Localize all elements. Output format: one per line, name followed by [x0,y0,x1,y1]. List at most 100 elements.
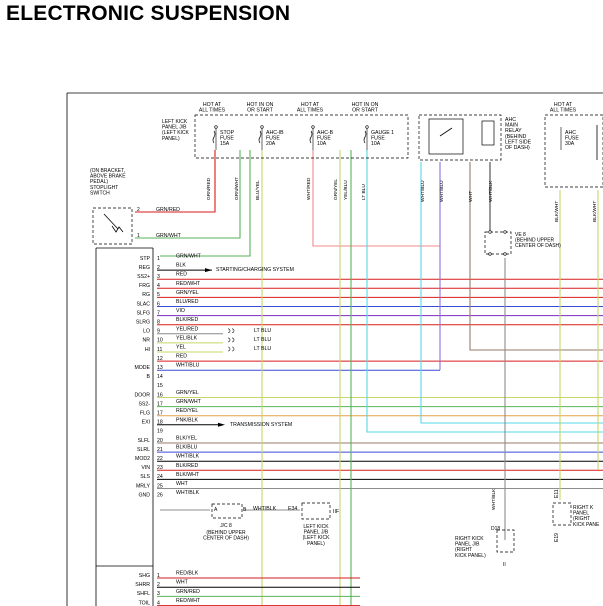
vertical-wire-label: BLK/WHT [554,201,560,222]
ecu-pin-name: SS2+ [137,274,150,280]
e11-box [552,502,572,526]
jc8-caption: (BEHIND UPPER [206,530,246,536]
bottom-wire-label: GRN/RED [176,589,200,595]
ecu-wire-label: YEL/RED [176,326,198,332]
stoplight-pin-number: 1 [137,233,140,239]
ecu-pin-number: 4 [157,283,160,289]
fuse-name-gauge: 10A [371,141,381,147]
fuse-name-ahc30: FUSE [565,136,579,142]
label: E34 [288,506,297,512]
e34-caption: (LEFT KICK [303,535,331,541]
ecu-pin-name: STP [140,256,151,262]
lt-blu-note: LT BLU [254,337,271,343]
stoplight-label: ABOVE BRAKE [90,174,126,180]
ahc-main-relay-contact [428,118,464,155]
left-kick-panel-label: PANEL J/B [162,125,187,131]
fuse-header-ahcb: HOT AT [301,102,320,108]
pin-terminal [503,252,507,256]
fuse-header-ahcib: OR START [247,108,274,114]
ecu-wire-label: BLK/RED [176,463,198,469]
ecu-pin-name: MRLY [136,483,151,489]
ecu-pin-number: 20 [157,438,163,444]
ahc-main-relay-coil [481,120,495,146]
vertical-wire-label: GRN/WHT [234,177,240,200]
ve8-label: VE 8 [515,232,526,238]
d18-caption: (RIGHT [455,547,472,553]
e11-caption: PANEL [573,511,589,517]
ecu-wire-label: RED [176,272,187,278]
relay-label: (BEHIND [505,134,527,140]
jc8-box [211,503,243,519]
stoplight-label: (ON BRACKET, [90,168,125,174]
connector-symbol [227,328,235,334]
wire-lt-blu [366,150,603,433]
ecu-pin-number: 11 [157,347,162,353]
fuse-header-ahc30: HOT AT [554,102,573,108]
ecu-wire-label: RED/YEL [176,408,198,414]
ecu-pin-name: SLFL [138,438,151,444]
pin-terminal [488,252,492,256]
bottom-pin-name: SHFL [137,591,150,597]
ecu-wire-label: GRN/WHT [176,254,202,260]
ecu-pin-number: 2 [157,265,160,271]
ecu-pin-name: EXI [142,420,150,426]
ecu-wire-label: WHT/BLU [176,363,200,369]
ecu-pin-number: 6 [157,301,160,307]
ecu-wire-label: YEL [176,345,186,351]
fuse-name-ahcb: FUSE [317,136,331,142]
vertical-wire-label: WHT [468,191,474,202]
bottom-pin-number: 2 [157,582,160,588]
ve8-label: CENTER OF DASH) [515,243,561,249]
fuse-header-ahcib: HOT IN ON [247,102,274,108]
ecu-pin-name: DOOR [134,392,150,398]
ecu-pin-number: 13 [157,365,163,371]
ecu-pin-name: SS2- [138,401,150,407]
ecu-pin-name: B [147,374,151,380]
label: E19 [554,533,560,542]
fuse-name-gauge: FUSE [371,136,385,142]
fuse-name-stop: FUSE [220,136,234,142]
ecu-pin-name: FRG [139,283,150,289]
e34-caption: PANEL) [307,541,325,547]
wire-grn-red [135,150,216,213]
e11-caption: KICK PANE [573,522,600,528]
label: II [503,562,506,568]
ecu-wire-label: BLK/WHT [176,472,200,478]
wire-wht-blu-1 [420,162,603,424]
ecu-wire-label: BLK/RED [176,317,198,323]
relay-label: LEFT SIDE [505,139,532,145]
vertical-wire-label: BLK/WHT [592,201,598,222]
ecu-wire-label: BLK [176,263,186,269]
label: E11 [554,489,560,498]
stoplight-wire-label: GRN/WHT [156,233,182,239]
diagram-frame [66,92,603,606]
jc8-caption: CENTER OF DASH) [203,536,249,542]
fuse-name-ahcib: 20A [266,141,276,147]
ecu-pin-number: 8 [157,320,160,326]
stoplight-pin-number: 2 [137,207,140,213]
ecu-wire-label: GRN/YEL [176,290,199,296]
ecu-wire-label: PNK/BLK [176,417,198,423]
ecu-wire-label: GRN/YEL [176,390,199,396]
fuse-name-stop: STOP [220,130,235,136]
label: A [214,507,218,513]
jc8-wire: WHT/BLK [253,506,277,512]
label: WHT/BLK [491,488,497,510]
fuse-header-ahc30: ALL TIMES [550,108,577,114]
vertical-wire-label: WHT/BLU [439,180,445,202]
ecu-pin-number: 16 [157,392,163,398]
ecu-pin-name: FLG [140,411,150,417]
ecu-pin-number: 17 [157,401,163,407]
fuse-header-stop: ALL TIMES [199,108,226,114]
lt-blu-note: LT BLU [254,328,271,334]
fuse-name-ahcib: AHC-IB [266,130,284,136]
connector-symbol [227,337,235,343]
transmission-note: TRANSMISSION SYSTEM [230,422,292,428]
ecu-pin-number: 12 [157,356,163,362]
ecu-pin-name: SLAC [136,301,150,307]
relay-label: MAIN [505,123,518,129]
stoplight-label: SWITCH [90,190,110,196]
stoplight-wire-label: GRN/RED [156,207,180,213]
e11-caption: (RIGHT [573,516,590,522]
